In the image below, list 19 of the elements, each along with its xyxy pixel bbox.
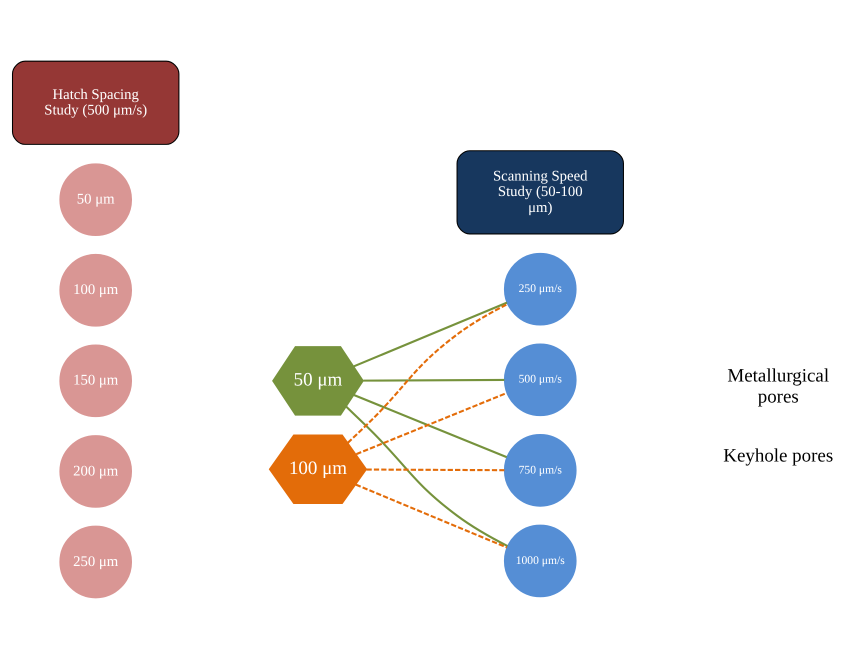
label: Keyhole pores [723, 445, 834, 466]
connector [345, 406, 508, 547]
connector [355, 484, 508, 548]
node-circle: 150 μm [59, 344, 132, 418]
node-circle: 250 μm [59, 526, 132, 598]
node-circle: 750 μm/s [504, 434, 577, 507]
label: Metallurgical pores [727, 365, 830, 408]
node-circle: 50 μm [59, 163, 132, 236]
node-circle: 1000 μm/s [504, 524, 577, 598]
connector [366, 468, 504, 472]
connector [354, 302, 508, 368]
node-box: Scanning Speed Study (50-100 μm) [456, 150, 624, 234]
node-circle: 250 μm/s [504, 252, 577, 326]
connector [347, 303, 508, 444]
node-circle: 200 μm [59, 435, 132, 508]
node-box: Hatch Spacing Study (500 μm/s) [12, 60, 180, 145]
connector [363, 378, 504, 382]
node-circle: 100 μm [59, 254, 132, 327]
node-circle: 500 μm/s [504, 343, 577, 416]
